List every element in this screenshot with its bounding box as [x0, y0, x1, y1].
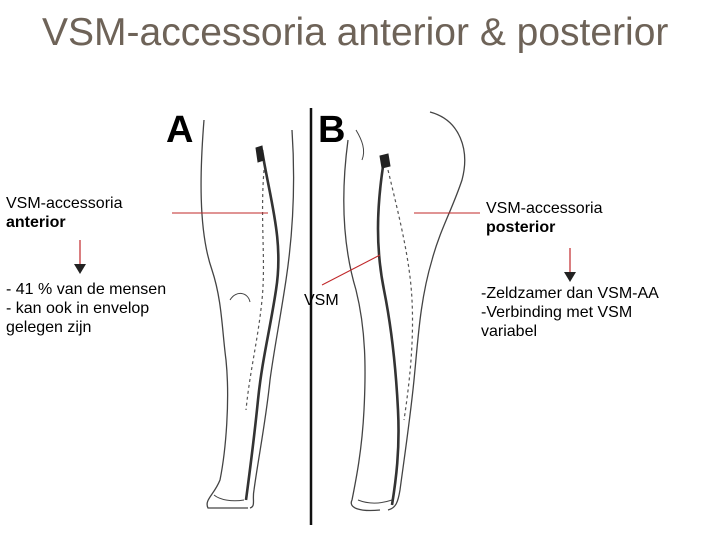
- posterior-note: variabel: [481, 323, 538, 340]
- posterior-notes: -Zeldzamer dan VSM-AA -Verbinding met VS…: [481, 284, 659, 341]
- anterior-label: VSM-accessoria anterior: [6, 194, 122, 232]
- anterior-notes: - 41 % van de mensen - kan ook in envelo…: [6, 280, 166, 337]
- slide-title: VSM-accessoria anterior & posterior: [42, 11, 669, 54]
- posterior-label-line1: VSM-accessoria: [486, 200, 603, 217]
- anterior-note: gelegen zijn: [6, 319, 92, 336]
- anterior-down-arrow: [74, 240, 86, 274]
- anterior-label-line1: VSM-accessoria: [6, 195, 123, 212]
- vsm-pointer-line: [321, 254, 381, 286]
- leg-a-veins: [244, 145, 280, 501]
- panel-b-letter: B: [318, 109, 346, 151]
- leg-b-veins: [376, 153, 414, 506]
- pointer-lines: [172, 212, 480, 286]
- panel-a-letter: A: [166, 109, 194, 151]
- posterior-label: VSM-accessoria posterior: [486, 199, 602, 237]
- anterior-label-line2: anterior: [6, 214, 66, 231]
- posterior-note: -Zeldzamer dan VSM-AA: [481, 285, 659, 302]
- leg-b-outline: [343, 111, 466, 512]
- leg-a-outline: [200, 119, 295, 509]
- posterior-note: -Verbinding met VSM: [481, 304, 633, 321]
- vsm-label: VSM: [304, 292, 339, 309]
- posterior-down-arrow: [564, 248, 576, 282]
- anterior-note: - kan ook in envelop: [6, 300, 150, 317]
- anterior-note: - 41 % van de mensen: [6, 281, 167, 298]
- posterior-label-line2: posterior: [486, 219, 556, 236]
